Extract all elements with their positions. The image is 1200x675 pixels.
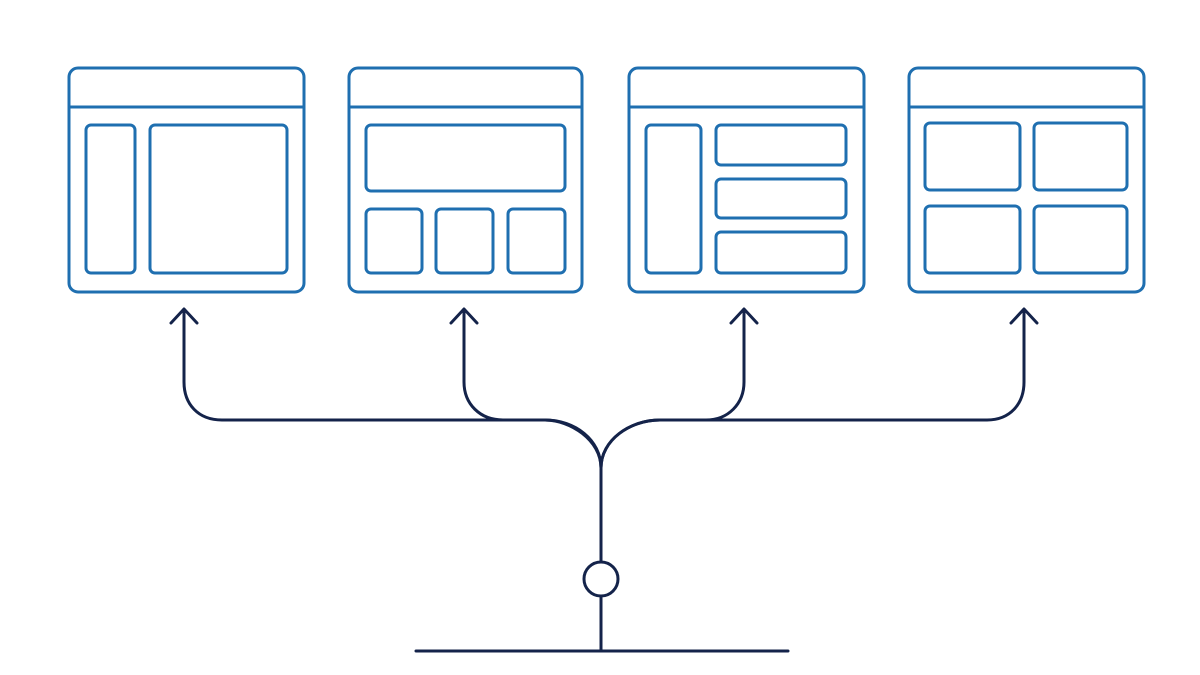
hero-block (364, 123, 567, 193)
sidebar-block (84, 123, 137, 275)
branch-to-layout-2 (462, 310, 603, 470)
arrow-up-icon (729, 307, 759, 325)
grid-cell-block (1032, 121, 1129, 192)
layout-template-sidebar-stacked-rows (627, 66, 866, 294)
arrow-up-icon (449, 307, 479, 325)
layout-template-hero-three-cards (347, 66, 584, 294)
layout-template-sidebar-content (67, 66, 306, 294)
row-block (714, 123, 848, 167)
branch-to-layout-3 (599, 310, 746, 470)
window-frame (627, 66, 866, 294)
root-node-circle (582, 560, 620, 598)
grid-cell-block (923, 204, 1022, 275)
main-content-block (148, 123, 289, 275)
card-block (506, 207, 567, 275)
window-frame (347, 66, 584, 294)
card-block (364, 207, 424, 275)
branch-to-layout-1 (182, 310, 603, 470)
window-frame (907, 66, 1146, 294)
arrow-up-icon (1009, 307, 1039, 325)
layout-template-two-by-two-grid (907, 66, 1146, 294)
row-block (714, 177, 848, 220)
sidebar-block (644, 123, 703, 275)
arrow-up-icon (169, 307, 199, 325)
card-block (434, 207, 495, 275)
window-frame (67, 66, 306, 294)
row-block (714, 230, 848, 275)
grid-cell-block (1032, 204, 1129, 275)
branch-to-layout-4 (599, 310, 1026, 470)
connector-tree (169, 307, 1039, 653)
grid-cell-block (923, 121, 1022, 192)
